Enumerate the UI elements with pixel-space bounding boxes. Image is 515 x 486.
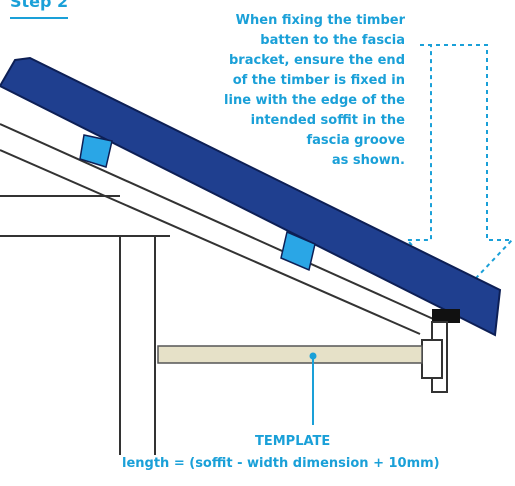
step-underline — [10, 17, 68, 19]
note-line: line with the edge of the — [224, 93, 405, 108]
fascia-board — [0, 56, 502, 337]
rafter — [0, 123, 441, 335]
clip-lower — [280, 230, 316, 272]
template-label: TEMPLATE — [255, 434, 331, 449]
note-line: as shown. — [331, 153, 405, 168]
instruction-note: When fixing the timber batten to the fas… — [165, 11, 405, 171]
clip-upper — [79, 134, 113, 168]
note-line: When fixing the timber — [235, 13, 405, 28]
note-line: batten to the fascia — [260, 33, 405, 48]
note-line: fascia groove — [306, 133, 406, 148]
note-line: bracket, ensure the end — [229, 53, 405, 68]
note-line: intended soffit in the — [250, 113, 405, 128]
note-line: of the timber is fixed in — [232, 73, 405, 88]
step-title: Step 2 — [10, 0, 69, 11]
fascia-bracket — [421, 321, 448, 393]
dashed-callout-arrow — [404, 44, 515, 297]
template-leader — [309, 352, 317, 425]
template-batten — [157, 345, 423, 364]
wall-plate — [0, 195, 170, 237]
template-length-formula: length = (soffit - width dimension + 10m… — [122, 456, 440, 471]
bracket-cap — [432, 309, 460, 323]
wall-post — [119, 236, 156, 455]
